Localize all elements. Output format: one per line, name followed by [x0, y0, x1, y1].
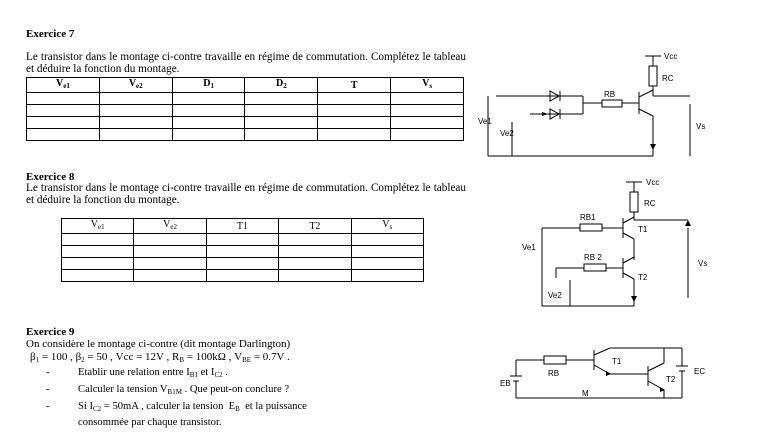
ex9-question-1: -Etablir une relation entre IB1 et IC2 .	[46, 367, 228, 379]
ex7-rc-label: RC	[662, 74, 674, 83]
ex8-col-vs: Vs	[350, 218, 425, 234]
ex7-circuit-diagram: Vcc RC RB Ve1 Ve2 Vs	[478, 52, 705, 157]
ex7-col-t: T	[317, 77, 392, 93]
ex9-ec-label: EC	[694, 367, 705, 376]
ex9-circuit-diagram: EB RB T1 T2 M EC	[500, 347, 705, 399]
ex8-col-ve2: Ve2	[133, 218, 207, 234]
table-row	[60, 257, 425, 270]
ex9-t2-label: T2	[666, 375, 676, 384]
ex7-col-ve1: Ve1	[26, 77, 100, 93]
table-row	[60, 269, 425, 282]
table-row	[26, 128, 464, 141]
ex7-header-row: Ve1 Ve2 D1 D2 T Vs	[26, 77, 464, 93]
ex7-vcc-label: Vcc	[664, 52, 677, 61]
ex8-header-row: Ve1 Ve2 T1 T2 Vs	[60, 218, 425, 234]
ex7-title: Exercice 7	[26, 28, 75, 40]
ex7-col-ve2: Ve2	[98, 77, 173, 93]
ex8-title: Exercice 8	[26, 171, 75, 183]
ex7-col-d1: D1	[171, 77, 246, 93]
table-row	[26, 92, 464, 105]
ex8-rb2-label: RB 2	[584, 253, 602, 262]
table-row	[60, 245, 425, 258]
ex7-statement: Le transistor dans le montage ci-contre …	[26, 51, 466, 75]
ex7-col-d2: D2	[244, 77, 319, 93]
ex9-parameters: β1 = 100 , β2 = 50 , Vcc = 12V , RB = 10…	[30, 351, 290, 364]
ex8-rc-label: RC	[644, 199, 656, 208]
ex8-statement: Le transistor dans le montage ci-contre …	[26, 182, 466, 206]
ex8-col-ve1: Ve1	[60, 218, 135, 234]
ex7-table: Ve1 Ve2 D1 D2 T Vs	[26, 77, 464, 141]
ex8-col-t1: T1	[205, 218, 280, 234]
ex8-t1-label: T1	[638, 225, 648, 234]
ex9-rb-label: RB	[548, 369, 559, 378]
ex8-vcc-label: Vcc	[646, 178, 659, 187]
ex9-title: Exercice 9	[26, 326, 75, 338]
table-row	[26, 104, 464, 117]
ex9-m-label: M	[582, 389, 589, 398]
ex9-t1-label: T1	[612, 357, 622, 366]
ex8-t2-label: T2	[638, 273, 648, 282]
ex7-rb-label: RB	[604, 90, 615, 99]
ex8-rb1-label: RB1	[580, 213, 596, 222]
ex8-circuit-diagram: Vcc RC RB1 RB 2 T1 T2 Ve1 Ve2 Vs	[522, 178, 707, 307]
ex9-question-2: -Calculer la tension VB1M . Que peut-on …	[46, 384, 290, 396]
ex9-intro: On considère le montage ci-contre (dit m…	[26, 338, 291, 350]
ex8-ve2-label: Ve2	[548, 291, 562, 300]
ex9-question-3: -Si IC2 = 50mA , calculer la tension EB …	[46, 401, 307, 428]
ex7-col-vs: Vs	[390, 77, 464, 93]
ex7-ve2-label: Ve2	[500, 129, 514, 138]
ex8-table: Ve1 Ve2 T1 T2 Vs	[60, 218, 425, 282]
ex7-ve1-label: Ve1	[478, 117, 492, 126]
table-row	[26, 116, 464, 129]
ex8-ve1-label: Ve1	[522, 243, 536, 252]
table-row	[60, 233, 425, 246]
ex8-vs-label: Vs	[698, 259, 707, 268]
ex9-eb-label: EB	[500, 379, 511, 388]
ex7-vs-label: Vs	[696, 122, 705, 131]
ex8-col-t2: T2	[278, 218, 352, 234]
